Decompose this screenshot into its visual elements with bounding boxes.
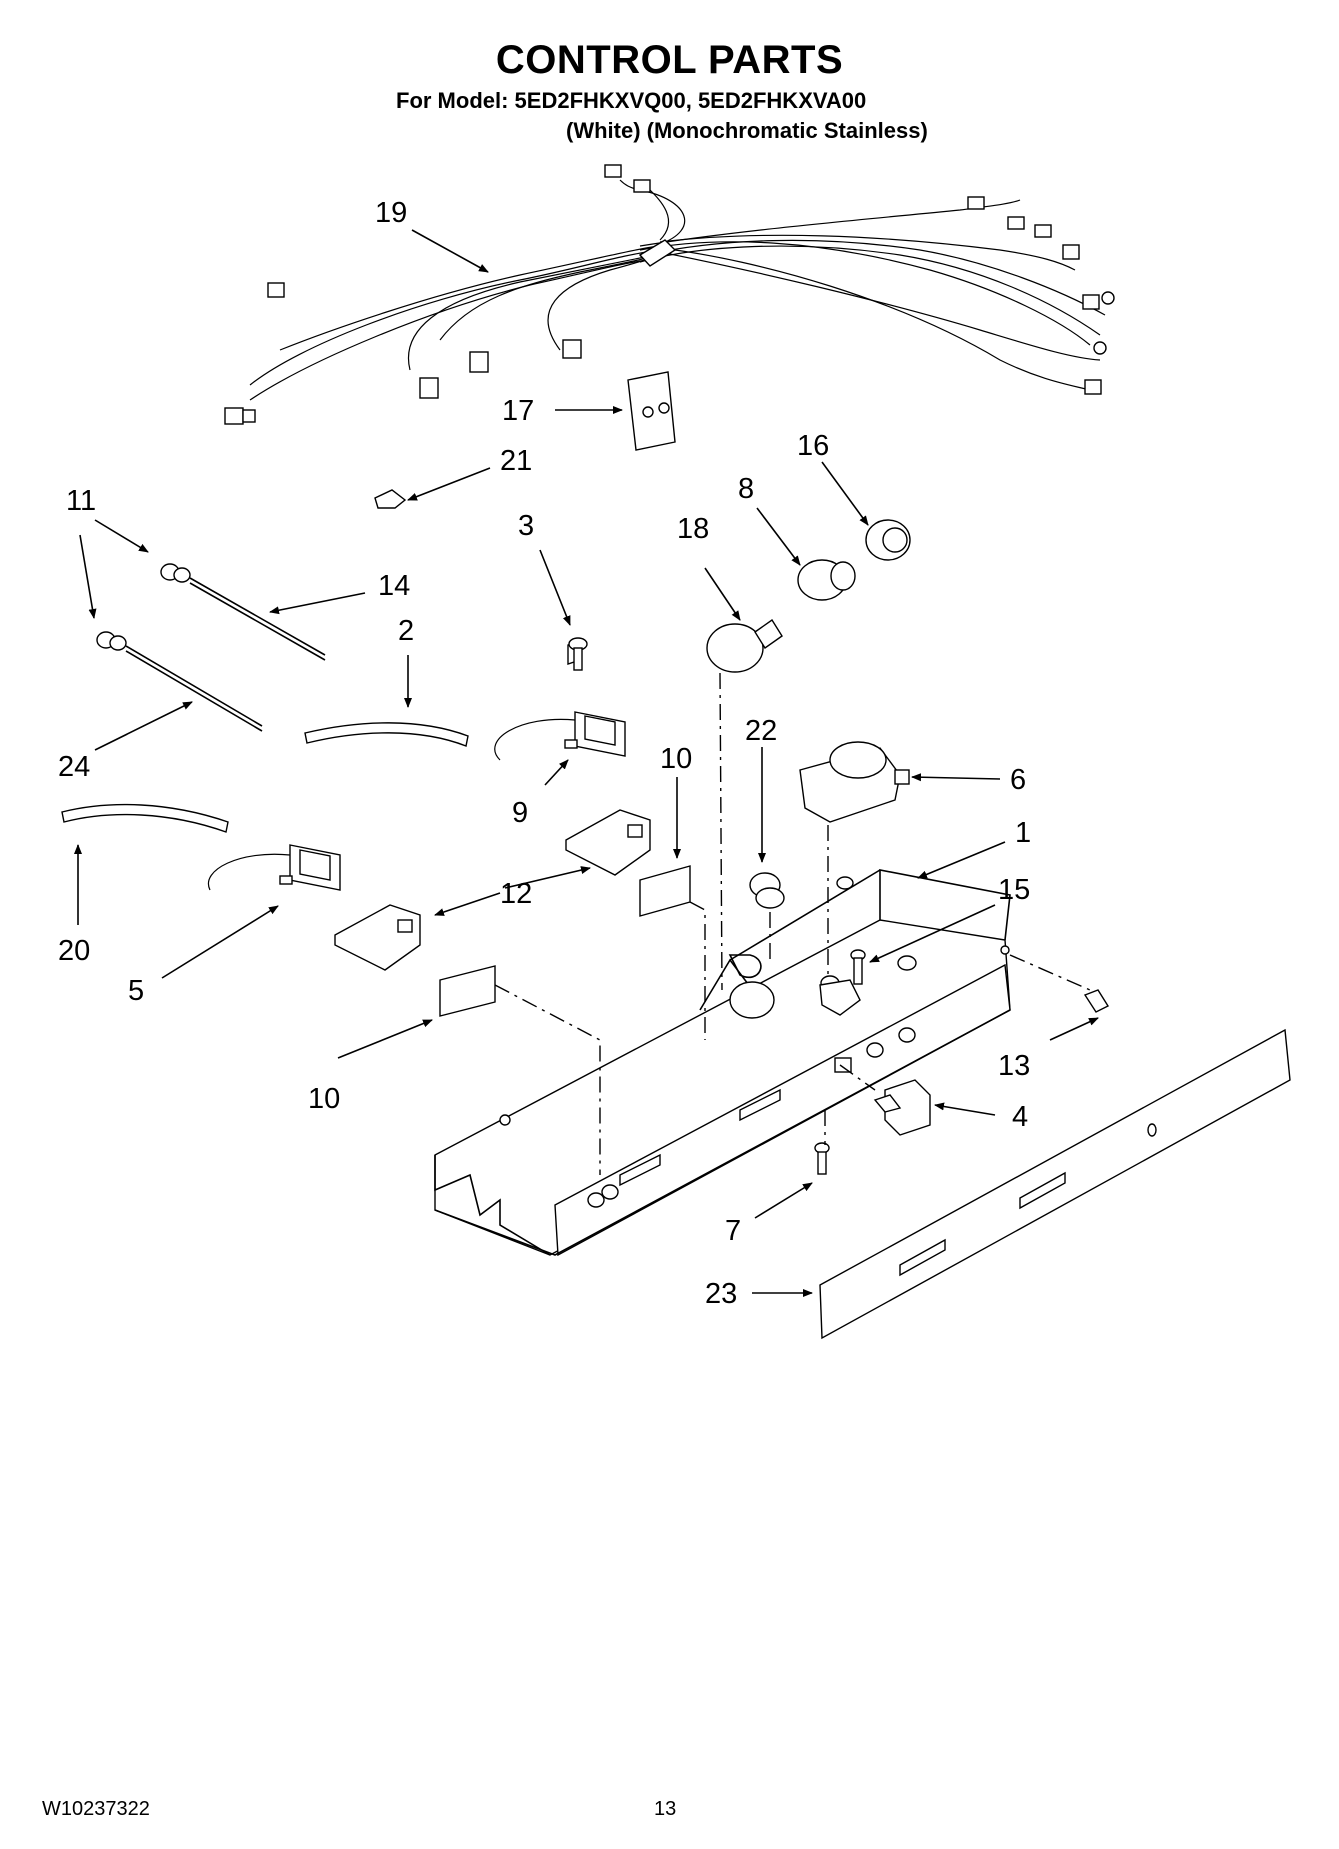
control-housing-1: [434, 869, 1011, 1257]
insulation-pad-17: [627, 371, 676, 451]
callout-21: 21: [500, 445, 532, 477]
callout-20: 20: [58, 935, 90, 967]
label-10-a: [639, 865, 691, 917]
callout-24: 24: [58, 751, 90, 783]
switch-4: [873, 1079, 931, 1136]
callout-14: 14: [378, 570, 410, 602]
screw-7: [814, 1142, 830, 1175]
document-number: W10237322: [42, 1798, 150, 1820]
light-bulb-18: [706, 619, 783, 673]
control-timer-6: [799, 741, 910, 823]
callout-19: 19: [375, 197, 407, 229]
callout-6: 6: [1010, 764, 1026, 796]
capillary-tubes: [96, 563, 326, 732]
grommet-22: [749, 872, 785, 909]
housing-12-a: [565, 809, 651, 876]
callout-2: 2: [398, 615, 414, 647]
callout-5: 5: [128, 975, 144, 1007]
callout-10-upper: 10: [660, 743, 692, 775]
callout-7: 7: [725, 1215, 741, 1247]
variant-line: (White) (Monochromatic Stainless): [566, 118, 928, 143]
socket-8: [797, 559, 856, 601]
trim-panel-23: [819, 1028, 1291, 1340]
callout-12: 12: [500, 878, 532, 910]
callout-15: 15: [998, 874, 1030, 906]
tube-2: [304, 722, 469, 747]
wire-harness: [224, 164, 1115, 425]
model-line: For Model: 5ED2FHKXVQ00, 5ED2FHKXVA00: [396, 88, 867, 113]
label-10-b: [439, 965, 496, 1017]
callout-8: 8: [738, 473, 754, 505]
callout-4: 4: [1012, 1101, 1028, 1133]
housing-12-b: [334, 904, 421, 971]
callout-3: 3: [518, 510, 534, 542]
socket-16: [865, 519, 911, 561]
callout-18: 18: [677, 513, 709, 545]
switch-9: [494, 638, 626, 761]
callout-17: 17: [502, 395, 534, 427]
callout-23: 23: [705, 1278, 737, 1310]
tube-20: [61, 803, 229, 833]
screw-13: [1083, 989, 1110, 1013]
switch-5: [207, 844, 341, 891]
callout-11: 11: [66, 485, 96, 517]
callout-1: 1: [1015, 817, 1031, 849]
callout-10-lower: 10: [308, 1083, 340, 1115]
callout-9: 9: [512, 797, 528, 829]
screw-3: [568, 637, 588, 671]
page-number: 13: [654, 1798, 677, 1820]
page-title: CONTROL PARTS: [495, 38, 844, 82]
clip-21: [374, 489, 407, 509]
callout-16: 16: [797, 430, 829, 462]
screw-15: [850, 949, 866, 985]
callout-13: 13: [998, 1050, 1030, 1082]
callout-22: 22: [745, 715, 777, 747]
